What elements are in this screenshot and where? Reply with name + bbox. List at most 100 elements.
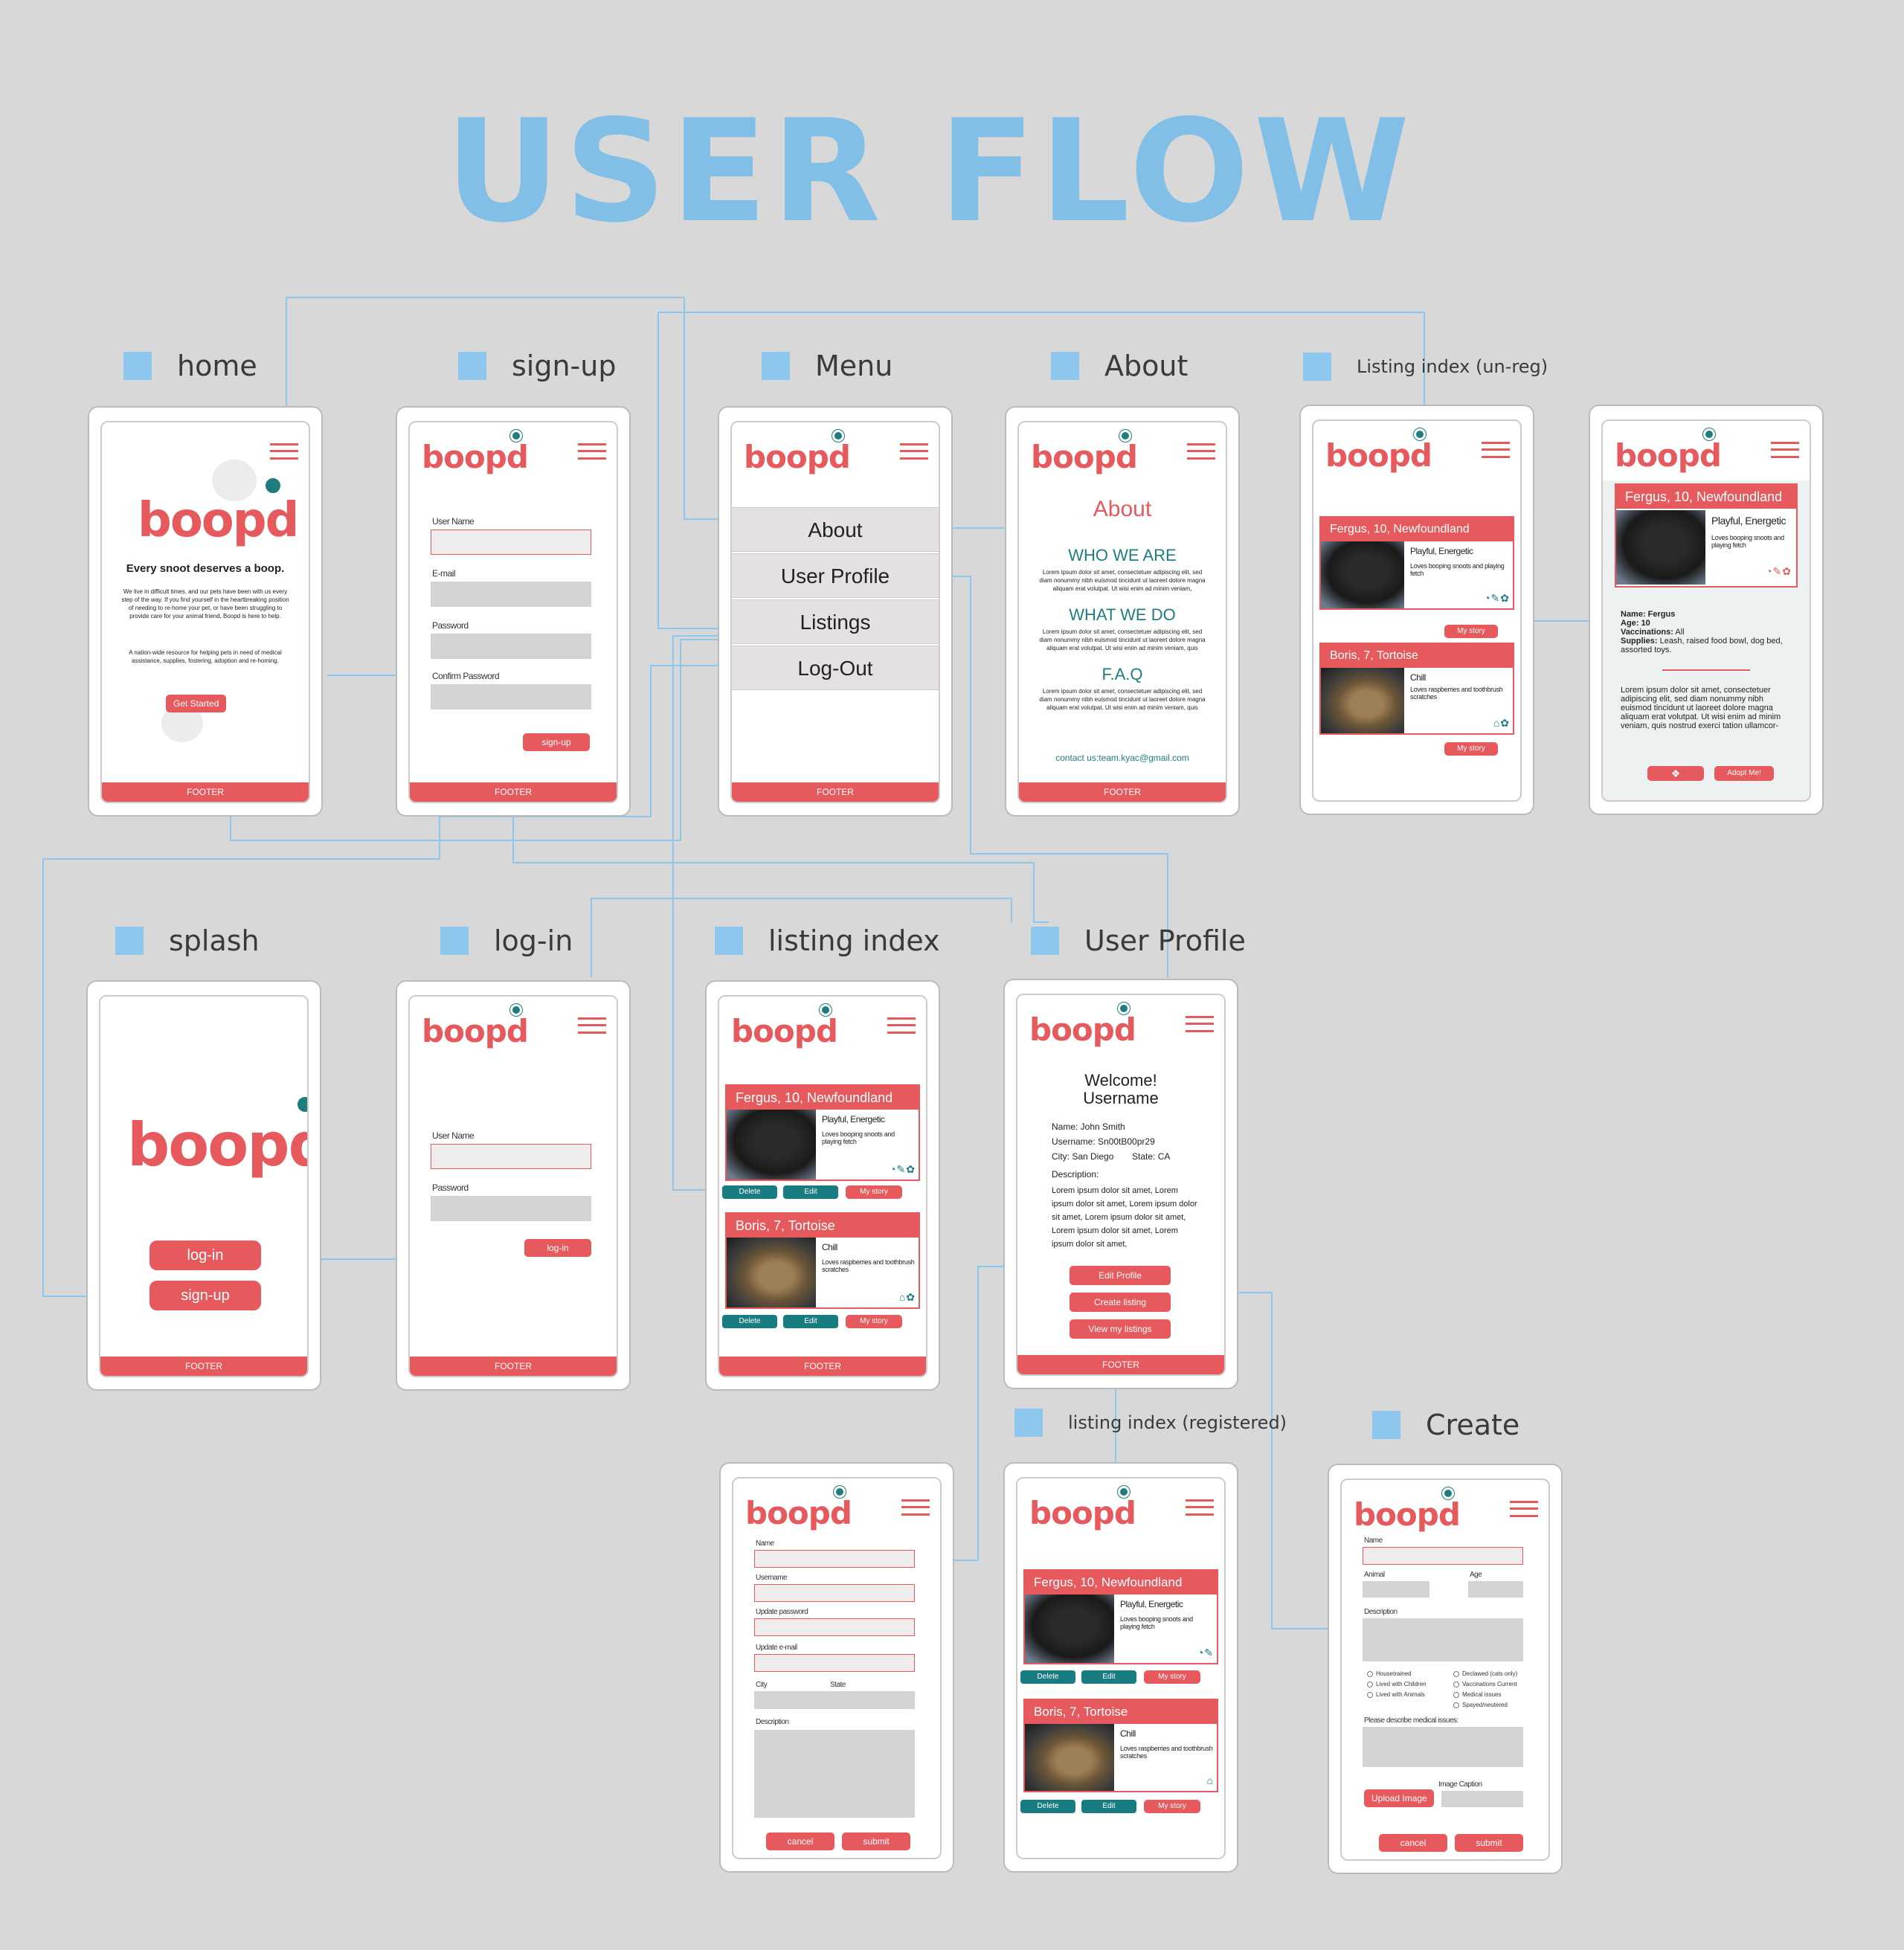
username-field[interactable] xyxy=(431,1144,591,1169)
menu-item-about[interactable]: About xyxy=(732,507,939,552)
delete-button[interactable]: Delete xyxy=(722,1315,777,1328)
update-password-field[interactable] xyxy=(754,1618,915,1636)
listing-likes: Loves raspberries and toothbrush scratch… xyxy=(1410,686,1503,701)
logo: boopd xyxy=(138,473,299,544)
dog-photo xyxy=(1321,541,1404,608)
name-field[interactable] xyxy=(1363,1547,1523,1565)
cancel-button[interactable]: cancel xyxy=(766,1832,834,1850)
medical-issues-field[interactable] xyxy=(1363,1727,1523,1767)
hamburger-menu-icon[interactable] xyxy=(901,1499,930,1516)
label-marker xyxy=(123,352,152,380)
phone-listing-unreg: boopd Fergus, 10, Newfoundland Playful, … xyxy=(1299,405,1534,815)
checkbox-spayed-neutered[interactable]: Spayed/neutered xyxy=(1453,1702,1508,1708)
hamburger-menu-icon[interactable] xyxy=(1186,1016,1214,1032)
age-label: Age xyxy=(1470,1571,1482,1579)
create-listing-button[interactable]: Create listing xyxy=(1070,1293,1171,1312)
favorite-bone-button[interactable]: ❖ xyxy=(1647,766,1704,781)
description-field[interactable] xyxy=(754,1730,915,1818)
profile-state: State: CA xyxy=(1132,1151,1171,1162)
phone-listing-registered: boopd Fergus, 10, Newfoundland Playful, … xyxy=(1003,1462,1238,1873)
footer: FOOTER xyxy=(102,782,309,802)
name-field[interactable] xyxy=(754,1550,915,1568)
faq-heading: F.A.Q xyxy=(1101,665,1143,683)
hamburger-menu-icon[interactable] xyxy=(1186,1499,1214,1516)
checkbox-label: Housetrained xyxy=(1376,1670,1412,1677)
username-field[interactable] xyxy=(431,530,591,555)
checkbox-declawed[interactable]: Declawed (cats only) xyxy=(1453,1670,1517,1677)
adopt-me-button[interactable]: Adopt Me! xyxy=(1714,766,1774,781)
checkbox-housetrained[interactable]: Housetrained xyxy=(1367,1670,1412,1677)
submit-button[interactable]: submit xyxy=(842,1832,910,1850)
pet-attribute-icons: ◔✎✿ xyxy=(890,1163,916,1175)
edit-button[interactable]: Edit xyxy=(783,1185,838,1199)
login-submit-button[interactable]: log-in xyxy=(524,1239,591,1257)
my-story-button[interactable]: My story xyxy=(1144,1800,1200,1813)
my-story-button[interactable]: My story xyxy=(846,1315,902,1328)
signup-submit-button[interactable]: sign-up xyxy=(523,733,590,751)
my-story-button[interactable]: My story xyxy=(846,1185,902,1199)
label-login: log-in xyxy=(440,924,573,957)
my-story-button[interactable]: My story xyxy=(1144,1670,1200,1684)
animal-field[interactable] xyxy=(1363,1581,1429,1597)
edit-profile-button[interactable]: Edit Profile xyxy=(1070,1266,1171,1285)
view-listings-button[interactable]: View my listings xyxy=(1070,1319,1171,1339)
confirm-password-field[interactable] xyxy=(431,684,591,709)
password-field[interactable] xyxy=(431,634,591,659)
screen-listing-unreg: boopd Fergus, 10, Newfoundland Playful, … xyxy=(1312,419,1522,802)
edit-button[interactable]: Edit xyxy=(1081,1670,1136,1684)
medical-issues-label: Please describe medical issues: xyxy=(1364,1716,1458,1725)
label-marker xyxy=(440,927,469,955)
home-tagline: Every snoot deserves a boop. xyxy=(126,562,285,575)
label-text: splash xyxy=(169,924,260,957)
label-text: log-in xyxy=(494,924,573,957)
cancel-button[interactable]: cancel xyxy=(1379,1834,1447,1852)
get-started-button[interactable]: Get Started xyxy=(166,695,227,712)
signup-button[interactable]: sign-up xyxy=(149,1281,261,1310)
update-email-field[interactable] xyxy=(754,1654,915,1672)
location-pin-icon xyxy=(1119,430,1131,442)
delete-button[interactable]: Delete xyxy=(1020,1800,1075,1813)
checkbox-medical-issues[interactable]: Medical issues xyxy=(1453,1691,1501,1698)
city-field[interactable] xyxy=(754,1691,836,1709)
screen-home: boopd Every snoot deserves a boop. We li… xyxy=(100,421,310,803)
footer: FOOTER xyxy=(732,782,939,802)
hamburger-menu-icon[interactable] xyxy=(1187,443,1215,460)
age-field[interactable] xyxy=(1468,1581,1523,1597)
delete-button[interactable]: Delete xyxy=(722,1185,777,1199)
checkbox-lived-with-animals[interactable]: Lived with Animals xyxy=(1367,1691,1425,1698)
state-field[interactable] xyxy=(829,1691,915,1709)
my-story-button[interactable]: My story xyxy=(1444,742,1498,756)
hamburger-menu-icon[interactable] xyxy=(1771,442,1799,458)
checkbox-lived-with-children[interactable]: Lived with Children xyxy=(1367,1681,1427,1687)
password-field[interactable] xyxy=(431,1196,591,1221)
edit-button[interactable]: Edit xyxy=(1081,1800,1136,1813)
hamburger-menu-icon[interactable] xyxy=(900,443,928,460)
hamburger-menu-icon[interactable] xyxy=(1482,442,1510,458)
menu-item-listings[interactable]: Listings xyxy=(732,599,939,644)
pet-attribute-icons: ⌂✿ xyxy=(898,1291,916,1303)
description-field[interactable] xyxy=(1363,1618,1523,1661)
radio-circle xyxy=(1367,1691,1373,1698)
hamburger-menu-icon[interactable] xyxy=(887,1017,916,1034)
username-field[interactable] xyxy=(754,1584,915,1602)
checkbox-vaccinations-current[interactable]: Vaccinations Current xyxy=(1453,1681,1517,1687)
email-field[interactable] xyxy=(431,582,591,607)
checkbox-label: Medical issues xyxy=(1462,1691,1502,1698)
hamburger-menu-icon[interactable] xyxy=(270,443,298,460)
edit-button[interactable]: Edit xyxy=(783,1315,838,1328)
label-marker xyxy=(1014,1409,1043,1437)
my-story-button[interactable]: My story xyxy=(1444,625,1498,638)
upload-image-button[interactable]: Upload Image xyxy=(1364,1789,1434,1807)
delete-button[interactable]: Delete xyxy=(1020,1670,1075,1684)
login-button[interactable]: log-in xyxy=(149,1241,261,1270)
radio-circle xyxy=(1453,1681,1459,1687)
menu-item-user-profile[interactable]: User Profile xyxy=(732,553,939,598)
hamburger-menu-icon[interactable] xyxy=(1510,1501,1538,1517)
hamburger-menu-icon[interactable] xyxy=(578,443,606,460)
hamburger-menu-icon[interactable] xyxy=(578,1017,606,1034)
contact-email-link[interactable]: contact us:team.kyac@gmail.com xyxy=(1055,753,1189,763)
image-caption-field[interactable] xyxy=(1441,1791,1523,1807)
tortoise-photo xyxy=(727,1238,816,1307)
submit-button[interactable]: submit xyxy=(1455,1834,1523,1852)
menu-item-logout[interactable]: Log-Out xyxy=(732,646,939,690)
